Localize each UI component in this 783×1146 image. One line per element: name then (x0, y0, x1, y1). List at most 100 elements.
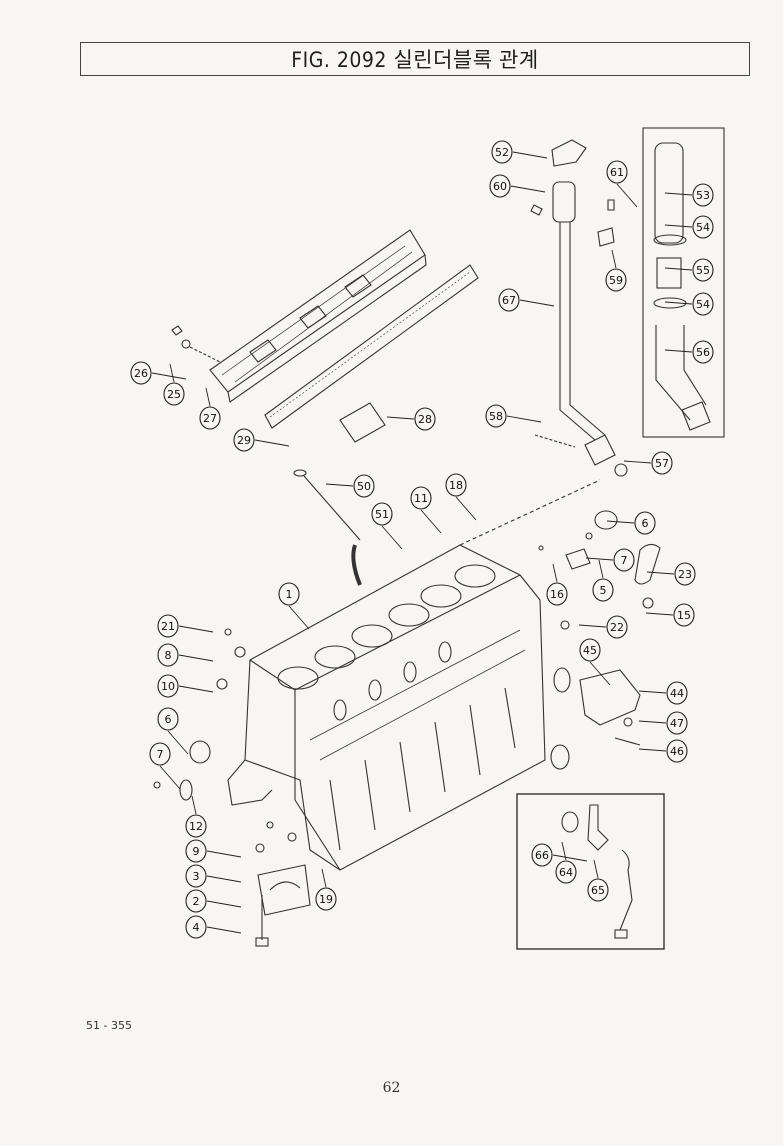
callout-circle (666, 711, 688, 735)
callout-circle (353, 474, 375, 498)
leader-line (585, 557, 614, 561)
leader-line (169, 363, 175, 383)
callout-circle (185, 864, 207, 888)
callout-circle (315, 887, 337, 911)
callout-4: 4 (185, 915, 207, 939)
callout-number: 7 (157, 748, 164, 761)
figure-title: FIG. 2092 실린더블록 관계 (80, 42, 750, 76)
callout-number: 55 (696, 264, 710, 277)
callout-number: 9 (193, 845, 200, 858)
callout-50: 50 (353, 474, 375, 498)
leader-line (321, 868, 327, 888)
leader-line (206, 850, 242, 858)
callout-66: 66 (531, 843, 553, 867)
leader-lines (151, 151, 693, 934)
leader-line (606, 520, 635, 524)
callout-number: 58 (489, 410, 503, 423)
cylinder-block (227, 544, 546, 871)
callout-2: 2 (185, 889, 207, 913)
leader-line (664, 224, 693, 228)
callout-number: 65 (591, 884, 605, 897)
callout-number: 47 (670, 717, 684, 730)
side-plugs (459, 479, 661, 630)
callout-circle (157, 643, 179, 667)
callout-circle (531, 843, 553, 867)
callout-number: 16 (550, 588, 564, 601)
callout-circle (592, 578, 614, 602)
callout-58: 58 (485, 404, 507, 428)
callout-47: 47 (666, 711, 688, 735)
callout-5: 5 (592, 578, 614, 602)
leader-line (593, 859, 599, 879)
leader-line (638, 748, 667, 752)
leader-line (623, 460, 652, 464)
inset-box-sensor (516, 793, 665, 950)
leader-line (381, 525, 403, 550)
callout-number: 10 (161, 680, 175, 693)
callout-number: 64 (559, 866, 573, 879)
callout-number: 25 (167, 388, 181, 401)
leader-line (420, 509, 442, 534)
callout-61: 61 (606, 160, 628, 184)
callout-circle (579, 638, 601, 662)
callout-number: 15 (677, 609, 691, 622)
callout-18: 18 (445, 473, 467, 497)
callout-number: 51 (375, 508, 389, 521)
leader-line (512, 151, 548, 159)
callout-number: 6 (165, 713, 172, 726)
callout-number: 18 (449, 479, 463, 492)
callout-circle (555, 860, 577, 884)
callout-number: 11 (414, 492, 428, 505)
callout-circle (185, 839, 207, 863)
callout-number: 44 (670, 687, 684, 700)
callout-circle (278, 582, 300, 606)
callout-circle (410, 486, 432, 510)
callout-15: 15 (673, 603, 695, 627)
callout-circle (498, 288, 520, 312)
thermostat-housing (550, 667, 641, 770)
callout-65: 65 (587, 878, 609, 902)
left-plugs (153, 628, 297, 853)
callout-circle (673, 603, 695, 627)
callout-19: 19 (315, 887, 337, 911)
leader-line (325, 483, 354, 487)
callout-circle (157, 707, 179, 731)
callout-number: 2 (193, 895, 200, 908)
callout-circle (651, 451, 673, 475)
leader-line (646, 571, 675, 575)
callout-circle (185, 814, 207, 838)
callout-number: 26 (134, 367, 148, 380)
rocker-gasket (264, 264, 479, 429)
dipstick (293, 469, 362, 586)
callout-11: 11 (410, 486, 432, 510)
callout-29: 29 (233, 428, 255, 452)
callout-21: 21 (157, 614, 179, 638)
callout-number: 12 (189, 820, 203, 833)
callout-8: 8 (157, 643, 179, 667)
callout-45: 45 (579, 638, 601, 662)
leader-line (206, 875, 242, 883)
callout-circle (157, 614, 179, 638)
callout-1: 1 (278, 582, 300, 606)
callout-number: 52 (495, 146, 509, 159)
rocker-cover (209, 229, 427, 403)
callout-67: 67 (498, 288, 520, 312)
callout-53: 53 (692, 183, 714, 207)
leader-line (638, 690, 667, 694)
cover-plate (339, 402, 386, 443)
callout-10: 10 (157, 674, 179, 698)
callout-circle (371, 502, 393, 526)
callout-7b: 7 (149, 742, 171, 766)
oil-filler-tube (530, 139, 628, 477)
callout-circle (157, 674, 179, 698)
callout-number: 3 (193, 870, 200, 883)
leader-line (611, 249, 617, 269)
callout-circle (485, 404, 507, 428)
callout-9: 9 (185, 839, 207, 863)
callout-number: 8 (165, 649, 172, 662)
leader-line (151, 372, 187, 380)
callout-28: 28 (414, 407, 436, 431)
figure-title-text: FIG. 2092 실린더블록 관계 (291, 48, 539, 72)
callout-12: 12 (185, 814, 207, 838)
